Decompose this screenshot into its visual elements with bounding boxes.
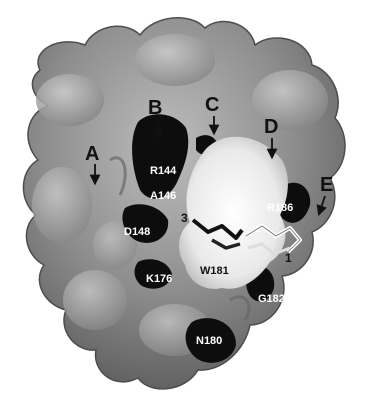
site-label-e: E [320,174,333,196]
surface-crease [109,156,127,196]
surface-crease [229,295,251,321]
pocket-n180 [185,318,236,363]
residue-label-n180: N180 [196,335,222,347]
marker-1: 1 [285,251,292,265]
surface-blob-top [135,34,215,86]
ligand-light-outline [245,225,301,253]
pocket-d148 [122,204,169,243]
residue-label-g182: G182 [258,293,285,305]
site-arrows [89,116,327,217]
surface-blob-mid-left [93,221,137,269]
residue-label-a146: A146 [150,190,176,202]
site-label-c: C [205,94,219,116]
residue-label-k176: K176 [146,273,172,285]
site-label-a: A [85,143,99,165]
marker-3: 3 [181,211,188,225]
arrow-e [316,195,327,217]
ligand-sticks [191,218,302,256]
ligand-dark [211,238,241,250]
residue-label-d148: D148 [124,226,150,238]
residue-labels: R144 A146 D148 K176 W181 G182 N180 R186 [124,165,293,347]
surface-blob-lower-left [63,270,127,330]
pocket-k176 [134,259,172,289]
residue-label-r144: R144 [150,165,177,177]
surface-blob-left [32,167,92,243]
surface-blob-upper-right [252,70,328,130]
binding-groove [178,136,288,289]
ligand-dark [191,218,244,240]
residue-label-w181: W181 [200,265,229,277]
surface-blob-upper-left [36,74,104,126]
ligand-light [247,242,291,256]
ligand-markers: 3 1 [181,211,292,265]
site-label-b: B [148,97,162,119]
pocket-b [132,114,189,199]
site-labels: A B C D E [85,94,333,196]
residue-label-r186: R186 [267,202,293,214]
site-label-d: D [264,116,278,138]
